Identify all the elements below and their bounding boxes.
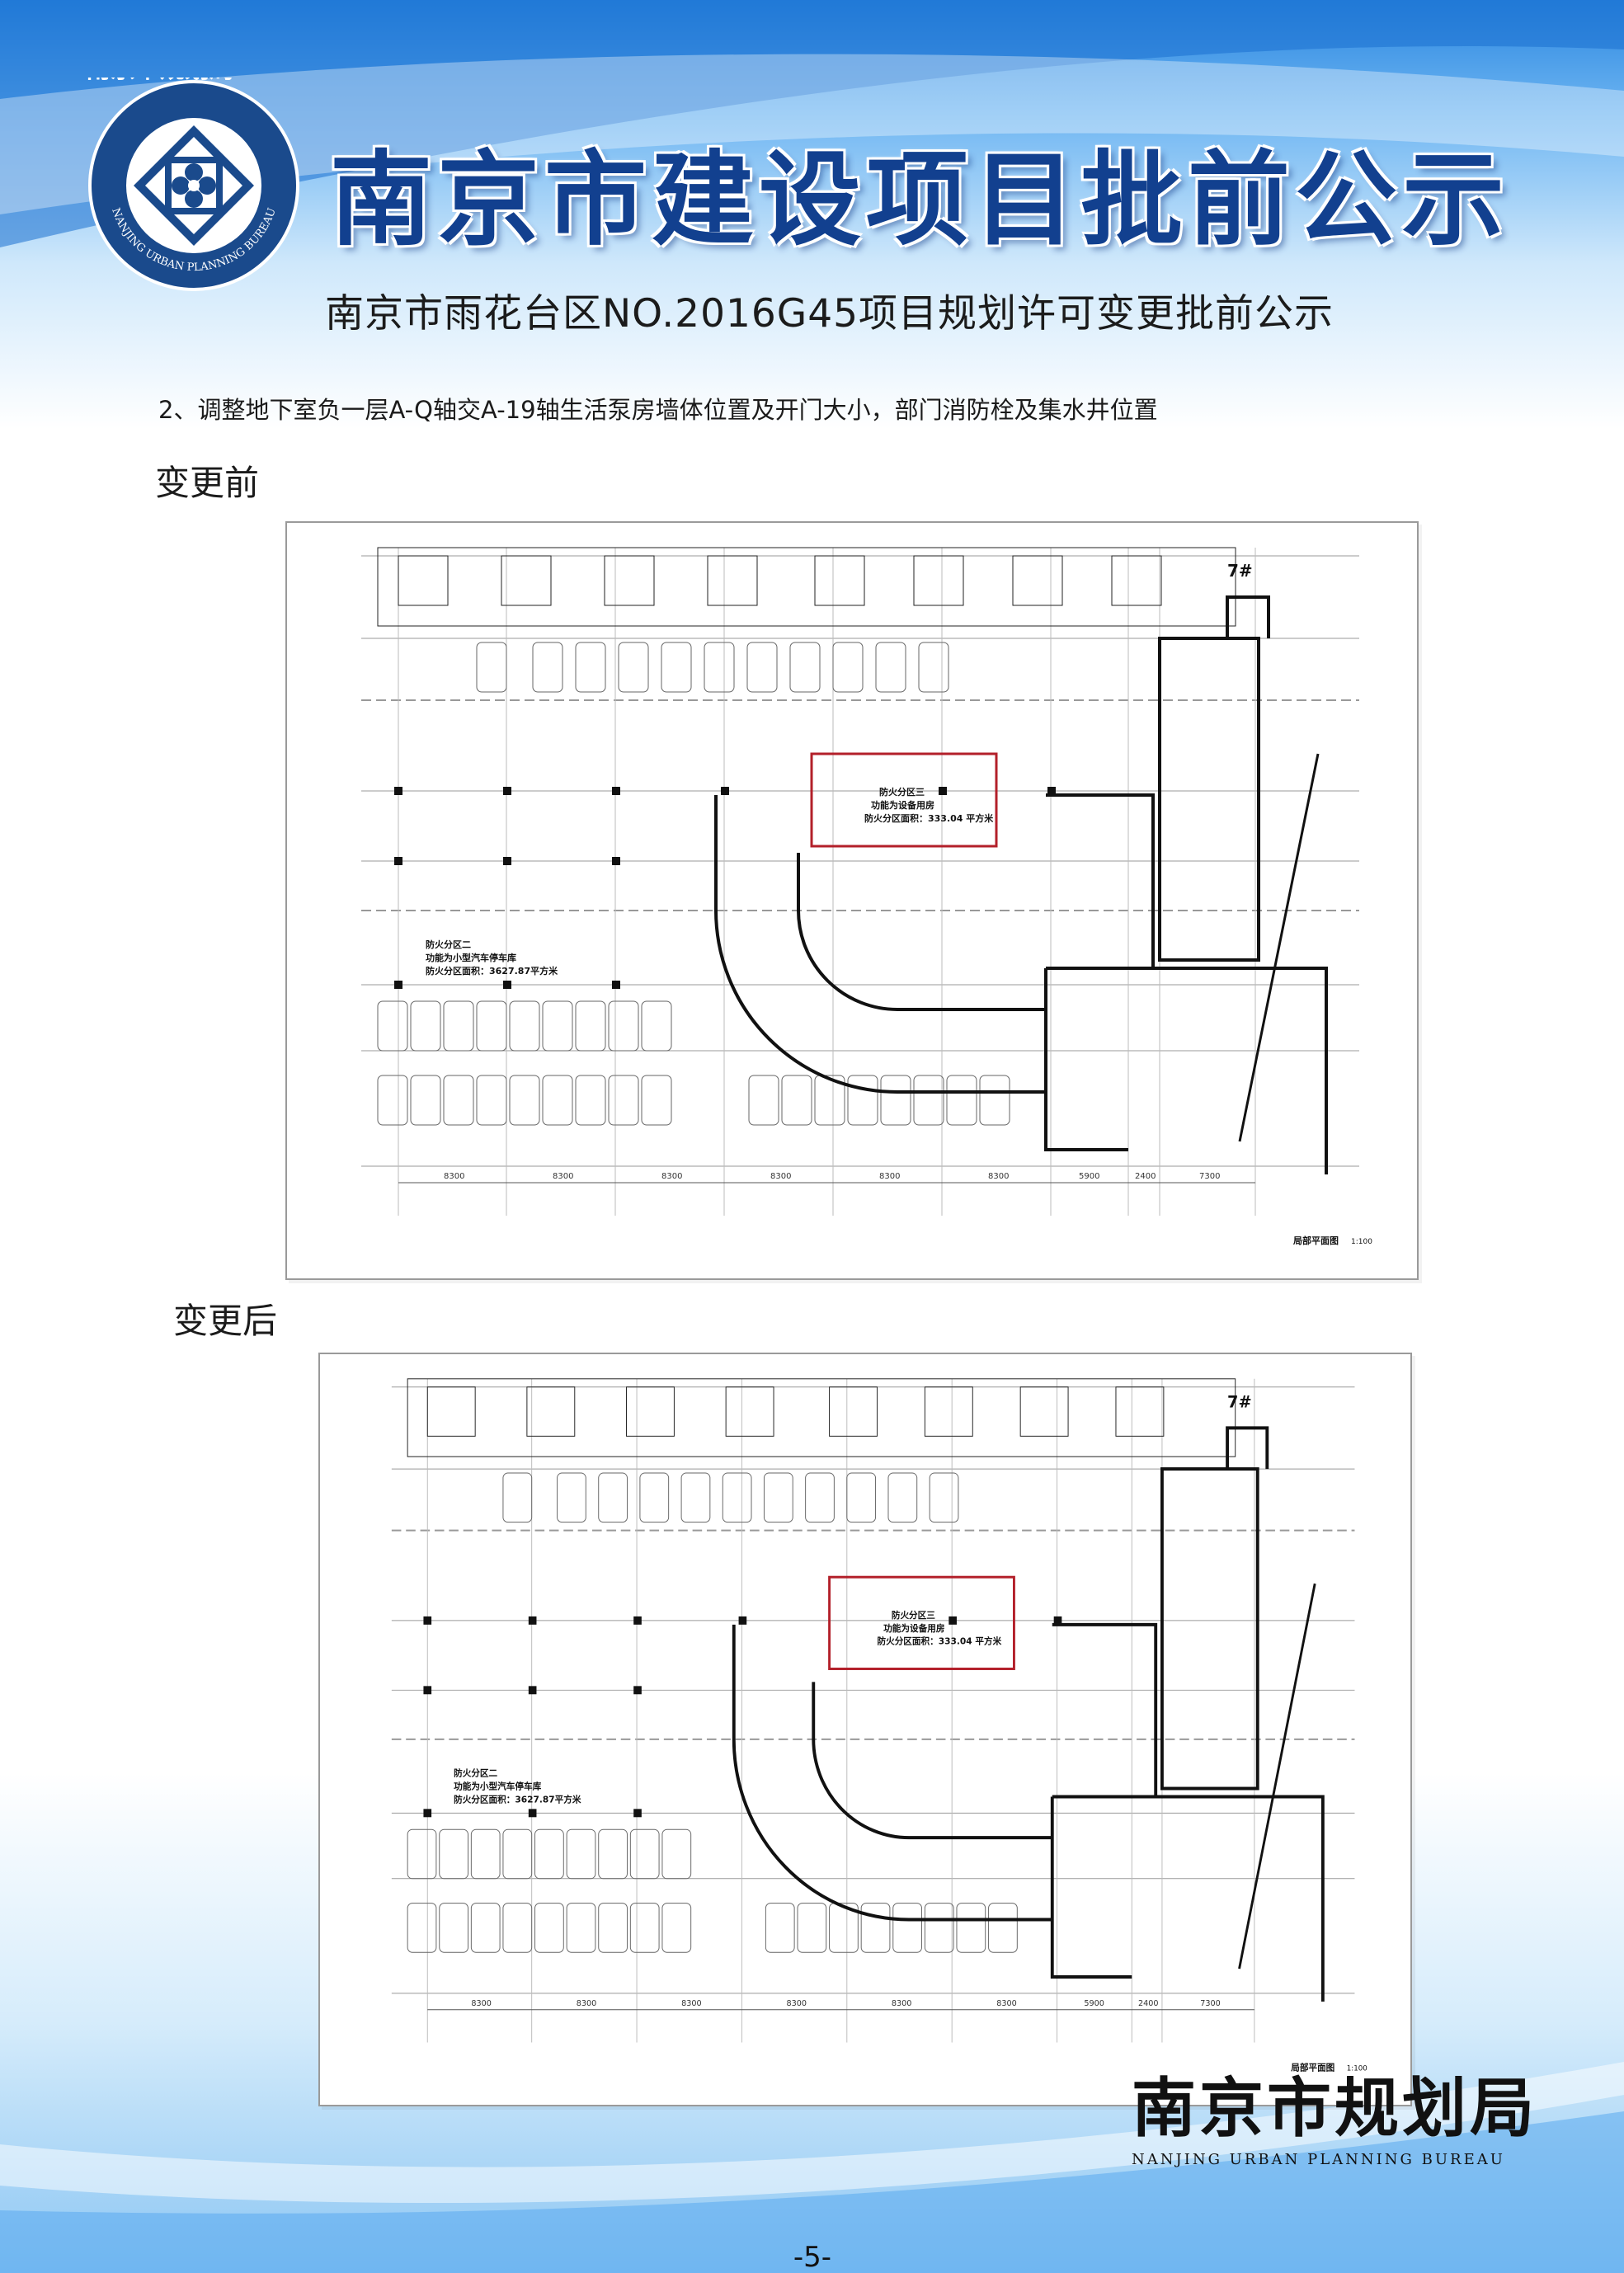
zone2-use-before: 功能为小型汽车停车库 — [426, 952, 516, 963]
dim-9-after: 7300 — [1200, 1999, 1221, 2008]
zone2-use-after: 功能为小型汽车停车库 — [454, 1781, 541, 1791]
bottom-dimensions-before: 8300 8300 8300 8300 8300 8300 5900 2400 … — [444, 1172, 1220, 1181]
footer-bureau-name: 南京市规划局 — [1132, 2071, 1538, 2146]
building-tag-after: 7# — [1227, 1392, 1252, 1411]
dim-2-before: 8300 — [553, 1172, 573, 1181]
page-title: 南京市建设项目批前公示 — [330, 140, 1510, 260]
highlight-box-after — [828, 1575, 1015, 1670]
building-tag-before: 7# — [1227, 561, 1253, 581]
logo-ring-cn: 南京市规划局 — [86, 78, 234, 84]
dim-8-after: 2400 — [1138, 1999, 1159, 2008]
floor-plan-before-svg: 7# 防火分区三 功能为设备用房 防火分区面积：333.04 平方米 防火分区二… — [361, 547, 1372, 1246]
dim-9-before: 7300 — [1199, 1172, 1220, 1181]
zone2-area-after: 防火分区面积：3627.87平方米 — [454, 1794, 581, 1805]
dim-2-after: 8300 — [577, 1999, 597, 2008]
highlight-box-before — [810, 752, 998, 848]
floor-plan-after-svg: 7# 防火分区三 功能为设备用房 防火分区面积：333.04 平方米 防火分区二… — [391, 1378, 1367, 2073]
scale-value-after: 1:100 — [1347, 2064, 1367, 2073]
zone3-area-before: 防火分区面积：333.04 平方米 — [864, 812, 994, 824]
zone2-title-after: 防火分区二 — [454, 1767, 497, 1778]
bottom-dimensions-after: 8300 8300 8300 8300 8300 8300 5900 2400 … — [471, 1999, 1220, 2008]
label-after-change: 变更后 — [173, 1301, 278, 1341]
zone3-area-after: 防火分区面积：333.04 平方米 — [877, 1636, 1001, 1647]
dim-4-after: 8300 — [786, 1999, 807, 2008]
dim-6-before: 8300 — [988, 1172, 1009, 1181]
dim-6-after: 8300 — [996, 1999, 1017, 2008]
page-subtitle: 南京市雨花台区NO.2016G45项目规划许可变更批前公示 — [325, 291, 1335, 336]
scale-title-after: 局部平面图 — [1290, 2062, 1335, 2073]
dim-8-before: 2400 — [1135, 1172, 1156, 1181]
zone3-title-before: 防火分区三 — [879, 786, 925, 798]
zone3-title-after: 防火分区三 — [892, 1610, 935, 1621]
logo-emblem-icon — [134, 125, 254, 246]
zone2-title-before: 防火分区二 — [426, 939, 471, 950]
zone2-area-before: 防火分区面积：3627.87平方米 — [426, 965, 558, 976]
footer-bureau-name-en: NANJING URBAN PLANNING BUREAU — [1132, 2151, 1505, 2168]
zone3-use-before: 功能为设备用房 — [871, 799, 934, 811]
dim-4-before: 8300 — [770, 1172, 791, 1181]
scale-title-before: 局部平面图 — [1292, 1235, 1339, 1246]
dim-5-after: 8300 — [892, 1999, 912, 2008]
scale-value-before: 1:100 — [1351, 1238, 1372, 1246]
dim-7-before: 5900 — [1079, 1172, 1099, 1181]
planning-bureau-logo: 南京市规划局 NANJING URBAN PLANNING BUREAU — [86, 78, 299, 291]
change-note: 2、调整地下室负一层A-Q轴交A-19轴生活泵房墙体位置及开门大小，部门消防栓及… — [158, 396, 1158, 424]
label-before-change: 变更前 — [155, 463, 260, 503]
zone3-use-after: 功能为设备用房 — [883, 1623, 944, 1634]
dim-3-after: 8300 — [681, 1999, 702, 2008]
dim-1-after: 8300 — [471, 1999, 492, 2008]
dim-5-before: 8300 — [879, 1172, 900, 1181]
floor-plan-after: 7# 防火分区三 功能为设备用房 防火分区面积：333.04 平方米 防火分区二… — [318, 1353, 1412, 2106]
dim-1-before: 8300 — [444, 1172, 464, 1181]
floor-plan-before: 7# 防火分区三 功能为设备用房 防火分区面积：333.04 平方米 防火分区二… — [285, 521, 1419, 1280]
dim-7-after: 5900 — [1084, 1999, 1104, 2008]
page-number: -5- — [793, 2241, 832, 2273]
dim-3-before: 8300 — [661, 1172, 682, 1181]
